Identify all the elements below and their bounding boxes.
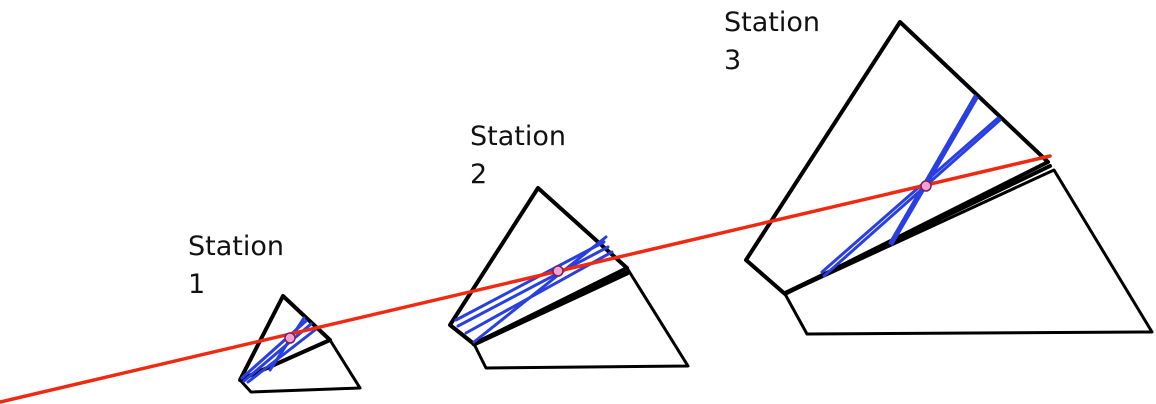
station-3-lower-plane	[783, 168, 1154, 336]
station-2-intersection-point	[552, 265, 564, 277]
station-2-hit-line	[456, 245, 610, 328]
station-3-detector	[744, 20, 1154, 336]
station-1-hit-line	[246, 328, 317, 384]
station-3-label-number: 3	[724, 45, 742, 76]
station-2-hit-line	[472, 235, 608, 344]
station-2-plane-divider	[471, 270, 630, 347]
station-3-hit-line	[820, 116, 1000, 274]
station-3-hit-line	[822, 118, 1002, 278]
station-2-detector	[448, 186, 690, 370]
station-2-upper-plane	[448, 186, 629, 346]
station-1-label-line1: Station	[188, 231, 284, 262]
station-1-label: Station 1	[188, 228, 284, 304]
station-3-hit-lines	[820, 94, 1002, 278]
station-1-label-number: 1	[188, 269, 206, 300]
station-1-hit-line	[268, 316, 306, 372]
reconstructed-track-line	[0, 154, 1052, 404]
station-2-hit-line	[454, 240, 606, 322]
station-3-hit-line	[888, 94, 977, 245]
station-2-label: Station 2	[470, 118, 566, 194]
station-1-detector	[238, 294, 362, 394]
station-2-label-line1: Station	[470, 121, 566, 152]
station-3-intersection-point	[920, 180, 932, 192]
station-1-intersection-point	[284, 332, 296, 344]
station-2-label-number: 2	[470, 159, 488, 190]
station-3-hit-line	[890, 96, 979, 246]
station-3-label-line1: Station	[724, 7, 820, 38]
station-3-label: Station 3	[724, 4, 820, 80]
